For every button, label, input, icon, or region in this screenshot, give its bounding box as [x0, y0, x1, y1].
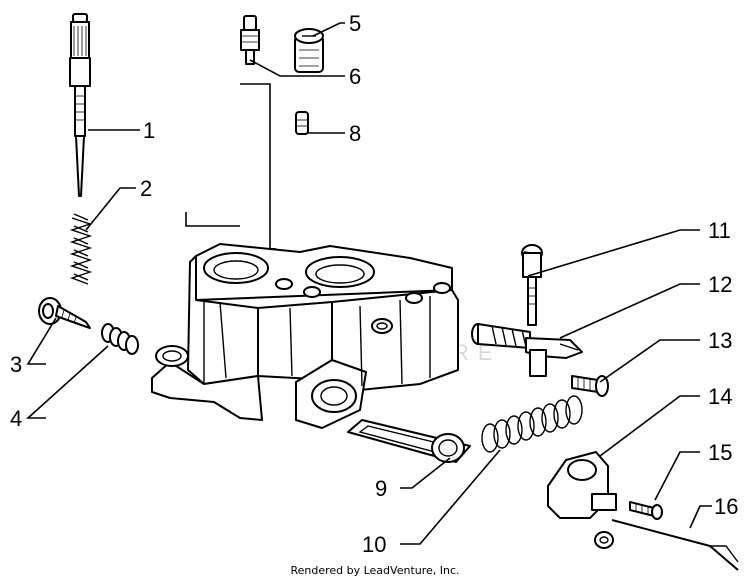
leader-lines [25, 22, 712, 545]
part-4-small-spring [101, 323, 139, 355]
callout-10: 10 [362, 532, 386, 557]
part-5-fitting-cap [294, 28, 324, 73]
part-2-needle-spring [69, 213, 93, 285]
callout-16: 16 [714, 494, 738, 519]
callout-13: 13 [708, 328, 732, 353]
part-11-adjuster-screw [521, 244, 543, 326]
callout-8: 8 [349, 121, 361, 146]
callout-3: 3 [10, 352, 22, 377]
callout-1: 1 [143, 118, 155, 143]
part-10-throttle-spring [481, 395, 583, 453]
part-3-mixture-screw [38, 297, 91, 329]
callout-5: 5 [349, 11, 361, 36]
callout-15: 15 [708, 440, 732, 465]
callout-labels: 1 2 3 4 5 6 8 9 10 11 12 13 14 15 16 [10, 11, 738, 557]
callout-9: 9 [375, 476, 387, 501]
part-12-lever-assembly [471, 323, 583, 377]
part-9-gasket [347, 419, 471, 463]
assembly-arrow [185, 83, 276, 262]
carburetor-body [151, 243, 459, 429]
callout-6: 6 [349, 64, 361, 89]
part-1-jet-needle [69, 13, 91, 197]
callout-12: 12 [708, 272, 732, 297]
part-13-lever-screw [571, 375, 609, 397]
part-15-bracket-screw [629, 501, 663, 520]
callout-14: 14 [708, 384, 732, 409]
callout-11: 11 [708, 218, 731, 243]
part-6-jet-fitting [240, 15, 260, 65]
callout-4: 4 [10, 406, 22, 431]
part-8-small-jet [295, 111, 309, 135]
part-14-lever-bracket [547, 451, 617, 549]
part-16-linkage-rod [611, 519, 739, 571]
footer-credit: Rendered by LeadVenture, Inc. [290, 564, 460, 577]
callout-2: 2 [140, 176, 152, 201]
